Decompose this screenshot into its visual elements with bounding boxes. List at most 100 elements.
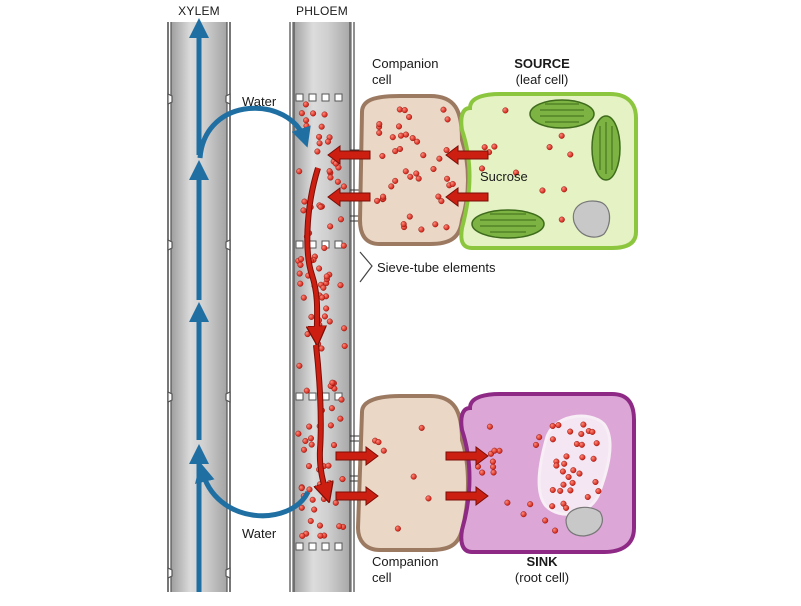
sucrose-dot xyxy=(301,198,308,205)
chloroplast-top xyxy=(529,99,595,129)
sieve-tube-bracket xyxy=(359,251,373,283)
arrow-tube-to-companion-lower xyxy=(335,486,379,506)
sucrose-dot xyxy=(325,462,332,469)
arrow-companion-to-tube-lower xyxy=(327,187,371,207)
sucrose-dot xyxy=(490,469,497,476)
sucrose-dot xyxy=(420,152,427,159)
sucrose-dot xyxy=(553,462,560,469)
companion-cell-top-label-2: cell xyxy=(372,72,392,87)
sucrose-dot xyxy=(323,273,330,280)
sucrose-dot xyxy=(379,152,386,159)
sucrose-dot xyxy=(296,270,303,277)
sucrose-dot xyxy=(549,487,556,494)
sucrose-dot xyxy=(589,428,596,435)
water-arrow-top xyxy=(197,105,311,159)
source-title: SOURCE xyxy=(514,56,570,71)
sucrose-dot xyxy=(576,470,583,477)
sucrose-dot xyxy=(316,133,323,140)
sucrose-dot xyxy=(337,282,344,289)
sucrose-dot xyxy=(578,441,585,448)
sucrose-dot xyxy=(318,123,325,130)
sucrose-dot xyxy=(593,440,600,447)
sucrose-dot xyxy=(573,441,580,448)
sucrose-dot xyxy=(321,313,328,320)
sucrose-dot xyxy=(308,441,315,448)
arrow-companion-to-tube-upper xyxy=(327,145,371,165)
sucrose-dot xyxy=(327,422,334,429)
companion-cell-bottom-label-2: cell xyxy=(372,570,392,585)
sucrose-dot xyxy=(563,453,570,460)
sucrose-dot xyxy=(311,506,318,513)
sucrose-dot xyxy=(308,313,315,320)
sucrose-dot xyxy=(567,151,574,158)
sucrose-dot xyxy=(565,474,572,481)
arrow-source-to-companion-upper xyxy=(445,145,489,165)
sucrose-dot xyxy=(435,193,442,200)
sucrose-dot xyxy=(336,523,343,530)
sucrose-dot xyxy=(316,265,323,272)
sucrose-dot xyxy=(306,423,313,430)
sucrose-dot xyxy=(327,174,334,181)
sucrose-dot xyxy=(590,455,597,462)
sucrose-dot xyxy=(555,422,562,429)
arrow-tube-to-companion-upper xyxy=(335,446,379,466)
sucrose-dot xyxy=(340,242,347,249)
sucrose-dot xyxy=(432,221,439,228)
sucrose-dot xyxy=(549,423,556,430)
sucrose-dot xyxy=(595,488,602,495)
sucrose-dot xyxy=(496,447,503,454)
sucrose-dot xyxy=(569,479,576,486)
sucrose-dot xyxy=(317,203,324,210)
sucrose-dot xyxy=(304,331,311,338)
sucrose-dot xyxy=(520,511,527,518)
sucrose-dot xyxy=(536,434,543,441)
sucrose-dot xyxy=(341,325,348,332)
xylem-pits xyxy=(167,93,231,579)
sucrose-dot xyxy=(375,439,382,446)
water-bottom-label: Water xyxy=(242,526,277,541)
sucrose-dot xyxy=(561,186,568,193)
sucrose-dot xyxy=(592,479,599,486)
companion-cell-top-label-1: Companion xyxy=(372,56,439,71)
sucrose-dot xyxy=(337,415,344,422)
sucrose-dot xyxy=(310,110,317,117)
sucrose-dot xyxy=(334,178,341,185)
sucrose-dot xyxy=(376,121,383,128)
sucrose-dot xyxy=(299,532,306,539)
sucrose-dot xyxy=(449,180,456,187)
arrow-companion-to-sink-upper xyxy=(445,446,489,466)
sucrose-dot xyxy=(338,216,345,223)
sucrose-dot xyxy=(398,132,405,139)
sucrose-dot xyxy=(406,213,413,220)
sink-title: SINK xyxy=(526,554,558,569)
sucrose-dot xyxy=(328,405,335,412)
sucrose-dot xyxy=(317,532,324,539)
sucrose-dot xyxy=(527,501,534,508)
sucrose-dot xyxy=(444,175,451,182)
sieve-tube-label: Sieve-tube elements xyxy=(377,260,496,275)
sucrose-dot xyxy=(317,522,324,529)
sucrose-dot xyxy=(533,441,540,448)
sucrose-dot xyxy=(302,101,309,108)
sucrose-dot xyxy=(479,165,486,172)
phloem-label: PHLOEM xyxy=(296,4,348,18)
sucrose-dot xyxy=(300,294,307,301)
sucrose-dot xyxy=(341,343,348,350)
sucrose-dot xyxy=(326,168,333,175)
sucrose-dot xyxy=(303,122,310,129)
root-plastid xyxy=(565,506,603,537)
sucrose-dot xyxy=(321,244,328,251)
companion-cell-bottom-label-1: Companion xyxy=(372,554,439,569)
sucrose-dot xyxy=(546,144,553,151)
sucrose-dot xyxy=(430,165,437,172)
sucrose-dot xyxy=(402,168,409,175)
sucrose-dot xyxy=(319,294,326,301)
leaf-vacuole xyxy=(572,200,611,238)
sucrose-dot xyxy=(558,132,565,139)
sucrose-dot xyxy=(325,138,332,145)
sucrose-dot xyxy=(559,468,566,475)
sucrose-dot xyxy=(567,428,574,435)
sucrose-dot xyxy=(303,117,310,124)
sucrose-dot xyxy=(403,131,410,138)
